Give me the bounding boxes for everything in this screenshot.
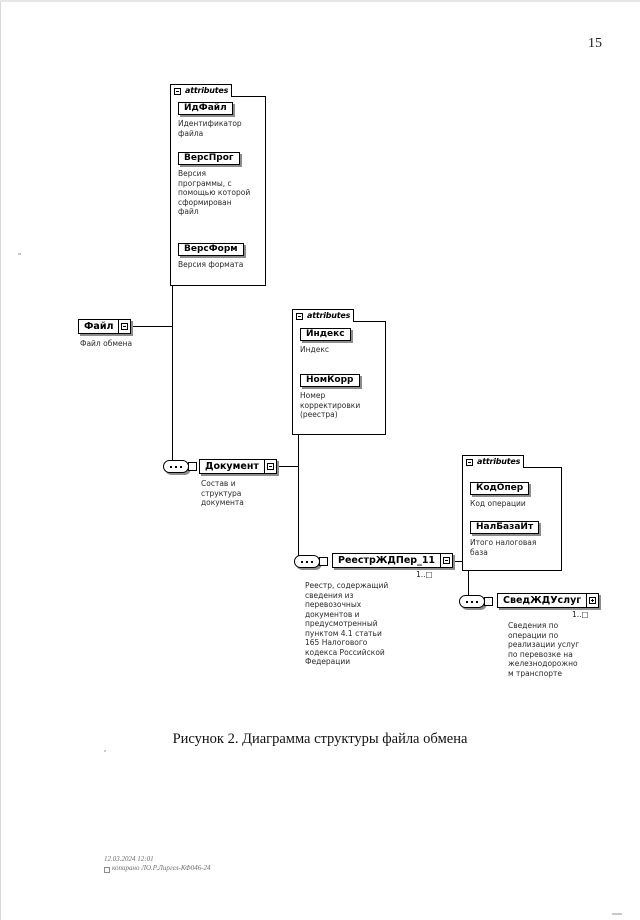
node-description-fail: Файл обмена — [80, 339, 133, 348]
attributes-tab-label: attributes — [307, 311, 351, 320]
attribute-name: ВерсФорм — [184, 244, 238, 254]
attribute-description-versform: Версия формата — [178, 260, 244, 269]
attribute-name: НомКорр — [306, 375, 354, 385]
sequence-dots-icon — [170, 465, 182, 468]
sequence-dots-icon — [466, 600, 478, 603]
attributes-tab-label: attributes — [477, 457, 521, 466]
connector-fail-to-trunk — [128, 326, 173, 327]
attribute-chip-idfail[interactable]: ИдФайл — [178, 102, 233, 115]
node-label: Документ — [205, 460, 259, 472]
scan-speck — [18, 253, 21, 255]
sequence-compositor-document[interactable] — [163, 460, 189, 473]
footer-timestamp: 12.03.2024 12:01 — [104, 855, 154, 863]
node-dokument[interactable]: Документ — [199, 459, 277, 474]
sequence-dots-icon — [301, 560, 313, 563]
connector-document-to-trunk — [279, 466, 299, 467]
node-expander-minus[interactable] — [440, 554, 452, 567]
node-label: РеестрЖДПер_11 — [338, 554, 436, 566]
node-expander-minus[interactable] — [118, 320, 130, 333]
node-description-dokument: Состав и структура документа — [201, 479, 244, 507]
collapse-minus-icon[interactable] — [466, 458, 473, 466]
footer-reference-text: копирано ЛО.Р.Лиргел-КФ046-24 — [112, 864, 211, 872]
attribute-name: ИдФайл — [184, 103, 227, 113]
node-cardinality-sved: 1..□ — [572, 610, 589, 619]
scan-speck — [612, 913, 622, 915]
sequence-compositor-sved[interactable] — [459, 595, 485, 608]
node-expander-minus[interactable] — [263, 460, 276, 473]
node-fail[interactable]: Файл — [78, 319, 132, 334]
page-scan-edge-left — [0, 0, 1, 920]
page-number: 15 — [588, 36, 602, 51]
footer-reference-line: копирано ЛО.Р.Лиргел-КФ046-24 — [104, 864, 210, 873]
connector-document-trunk-vertical — [298, 380, 299, 562]
attributes-tab-label: attributes — [185, 86, 229, 95]
attribute-name: ВерсПрог — [184, 153, 234, 163]
node-expander-plus[interactable] — [586, 594, 598, 607]
node-cardinality-reestr: 1..□ — [416, 570, 433, 579]
sequence-stub-sved — [484, 597, 493, 606]
attributes-tab-file[interactable]: attributes — [170, 84, 232, 97]
collapse-minus-icon[interactable] — [174, 87, 181, 95]
attribute-chip-indeks[interactable]: Индекс — [300, 328, 351, 341]
figure-caption: Рисунок 2. Диаграмма структуры файла обм… — [172, 731, 468, 747]
node-description-sved: Сведения по операции по реализации услуг… — [508, 621, 580, 678]
node-sved[interactable]: СведЖДУслуг — [497, 593, 600, 608]
attribute-chip-nalbazait[interactable]: НалБазаИт — [470, 521, 540, 534]
footer-mark-icon — [104, 866, 110, 873]
node-reestr[interactable]: РеестрЖДПер_11 — [332, 553, 454, 568]
attribute-description-nomkorr: Номер корректировки (реестра) — [300, 391, 361, 419]
connector-fail-trunk-vertical — [172, 185, 173, 467]
attribute-description-versprog: Версия программы, с помощью которой сфор… — [178, 169, 251, 216]
attribute-description-indeks: Индекс — [300, 345, 329, 354]
connector-reestr-to-trunk — [447, 561, 469, 562]
attribute-name: КодОпер — [476, 483, 524, 493]
sequence-stub-reestr — [319, 557, 328, 566]
node-label: Файл — [84, 320, 114, 332]
attribute-name: НалБазаИт — [476, 522, 534, 532]
attribute-description-kodoper: Код операции — [470, 499, 526, 508]
node-description-reestr: Реестр, содержащий сведения из перевозоч… — [305, 581, 389, 666]
node-label: СведЖДУслуг — [503, 594, 582, 606]
attribute-description-idfail: Идентификатор файла — [178, 119, 242, 138]
sequence-stub-document — [188, 462, 197, 471]
scan-speck — [104, 750, 106, 752]
sequence-compositor-reestr[interactable] — [294, 555, 320, 568]
collapse-minus-icon[interactable] — [296, 312, 303, 320]
page-footer: 12.03.2024 12:01 копирано ЛО.Р.Лиргел-КФ… — [104, 855, 210, 873]
attribute-chip-versform[interactable]: ВерсФорм — [178, 243, 244, 256]
attributes-tab-reestr[interactable]: attributes — [462, 455, 524, 468]
attribute-name: Индекс — [306, 329, 345, 339]
page-scan-edge-top — [0, 0, 640, 2]
attribute-chip-kodoper[interactable]: КодОпер — [470, 482, 530, 495]
attribute-chip-nomkorr[interactable]: НомКорр — [300, 374, 360, 387]
attribute-chip-versprog[interactable]: ВерсПрог — [178, 152, 240, 165]
attribute-description-nalbazait: Итого налоговая база — [470, 538, 537, 557]
attributes-tab-document[interactable]: attributes — [292, 309, 354, 322]
